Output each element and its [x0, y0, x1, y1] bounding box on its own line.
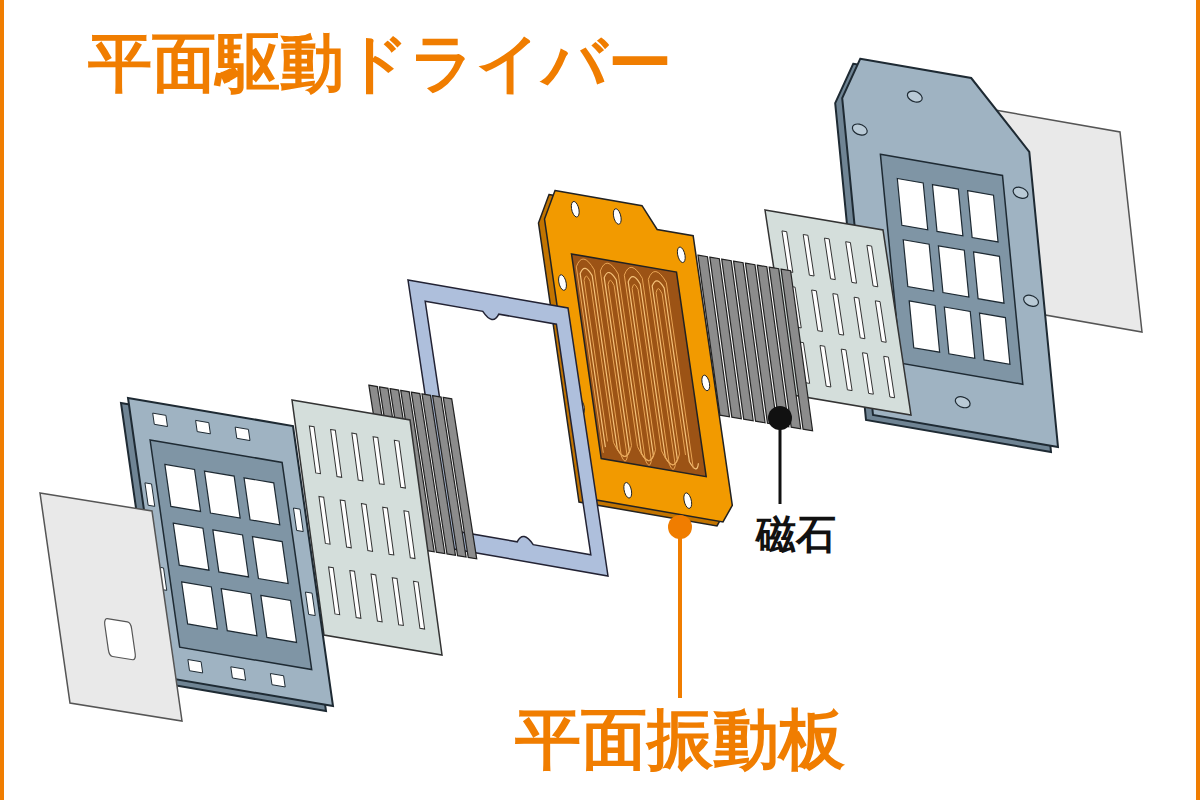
rear-frame-shape [944, 307, 974, 358]
front-plate-shape [331, 430, 342, 478]
rear-plate-shape [812, 290, 823, 332]
front-sheet-shape [40, 493, 182, 721]
rear-frame-shape [907, 90, 923, 103]
rear-magnets-shape [781, 269, 813, 431]
rear-frame-shape [1013, 186, 1029, 199]
rear-frame-shape [852, 123, 868, 136]
rear-frame-shape [955, 396, 971, 409]
front-frame-shape [244, 478, 280, 525]
front-magnets-shape [443, 397, 477, 558]
rear-frame-shape [838, 55, 1058, 447]
leader-line [678, 527, 682, 698]
diaphragm-shape [612, 208, 622, 225]
front-plate-shape [383, 507, 394, 555]
border-line [0, 0, 4, 800]
rear-plate-shape [884, 356, 895, 398]
diaphragm-shape [572, 254, 707, 477]
front-frame-shape [173, 523, 209, 570]
rear-plate-shape [841, 349, 852, 391]
part-label: 平面振動板 [515, 704, 845, 777]
title: 平面駆動ドライバー [88, 28, 672, 98]
front-sheet [40, 493, 182, 721]
rear-frame-shape [897, 179, 927, 230]
front-frame-shape [153, 413, 168, 426]
front-plate-shape [373, 437, 384, 485]
rear-plate-shape [824, 238, 835, 280]
front-frame-shape [188, 660, 203, 673]
diaphragm-shape [570, 201, 580, 218]
rear-frame-shape [932, 185, 962, 236]
rear-frame-shape [968, 191, 998, 242]
front-frame-shape [213, 530, 249, 577]
rear-plate-shape [854, 297, 865, 339]
front-frame-shape [235, 427, 250, 440]
front-frame-shape [165, 464, 201, 511]
front-plate-shape [340, 500, 351, 548]
front-frame-shape [261, 595, 297, 642]
rear-plate-shape [862, 353, 873, 395]
diaphragm-shape [575, 258, 694, 474]
rear-frame [838, 55, 1058, 447]
rear-frame-shape [909, 301, 939, 352]
rear-plate-shape [782, 231, 793, 273]
rear-frame-shape [938, 246, 968, 297]
front-plate-shape [371, 574, 382, 622]
diaphragm-shape [683, 492, 693, 509]
front-sheet-shape [104, 618, 136, 660]
leader-dot [668, 515, 692, 539]
front-frame-shape [293, 508, 303, 532]
diaphragm-shape [623, 482, 633, 499]
rear-frame-shape [903, 240, 933, 291]
front-plate-shape [309, 426, 320, 474]
front-frame-shape [145, 483, 155, 507]
leader-dot [768, 406, 792, 430]
rear-frame-shape [1023, 294, 1039, 307]
part-label: 磁石 [756, 512, 836, 556]
gasket-shape [408, 280, 608, 576]
border-line [1196, 0, 1200, 800]
rear-plate-shape [820, 346, 831, 388]
diaphragm-shape [701, 375, 711, 392]
rear-plate-shape [846, 242, 857, 284]
rear-plate-shape [833, 294, 844, 336]
rear-plate-shape [867, 245, 878, 286]
rear-plate-shape [875, 301, 886, 343]
diaphragm-shape [676, 246, 686, 263]
front-frame-shape [270, 674, 285, 687]
front-plate-shape [352, 433, 363, 481]
front-plate-shape [361, 504, 372, 552]
leader-line [779, 418, 782, 504]
front-plate-shape [392, 578, 403, 626]
front-plate-shape [394, 440, 405, 488]
front-frame-shape [305, 592, 315, 616]
front-plate-shape [404, 511, 415, 559]
front-plate-shape [350, 571, 361, 619]
front-frame-shape [150, 440, 312, 670]
diaphragm-shape [579, 267, 699, 469]
rear-frame-shape [974, 252, 1004, 303]
front-frame-shape [196, 420, 211, 433]
front-plate-shape [329, 567, 340, 615]
front-frame-shape [204, 471, 240, 518]
front-plate-shape [414, 581, 425, 629]
front-frame-shape [252, 537, 288, 584]
rear-plate-shape [803, 235, 814, 277]
front-frame-shape [182, 582, 218, 629]
gasket [408, 280, 608, 576]
rear-frame-shape [980, 313, 1010, 364]
front-frame-shape [231, 667, 246, 680]
front-frame-shape [221, 589, 257, 636]
front-plate-shape [319, 496, 330, 544]
diaphragm-shape [558, 274, 568, 291]
